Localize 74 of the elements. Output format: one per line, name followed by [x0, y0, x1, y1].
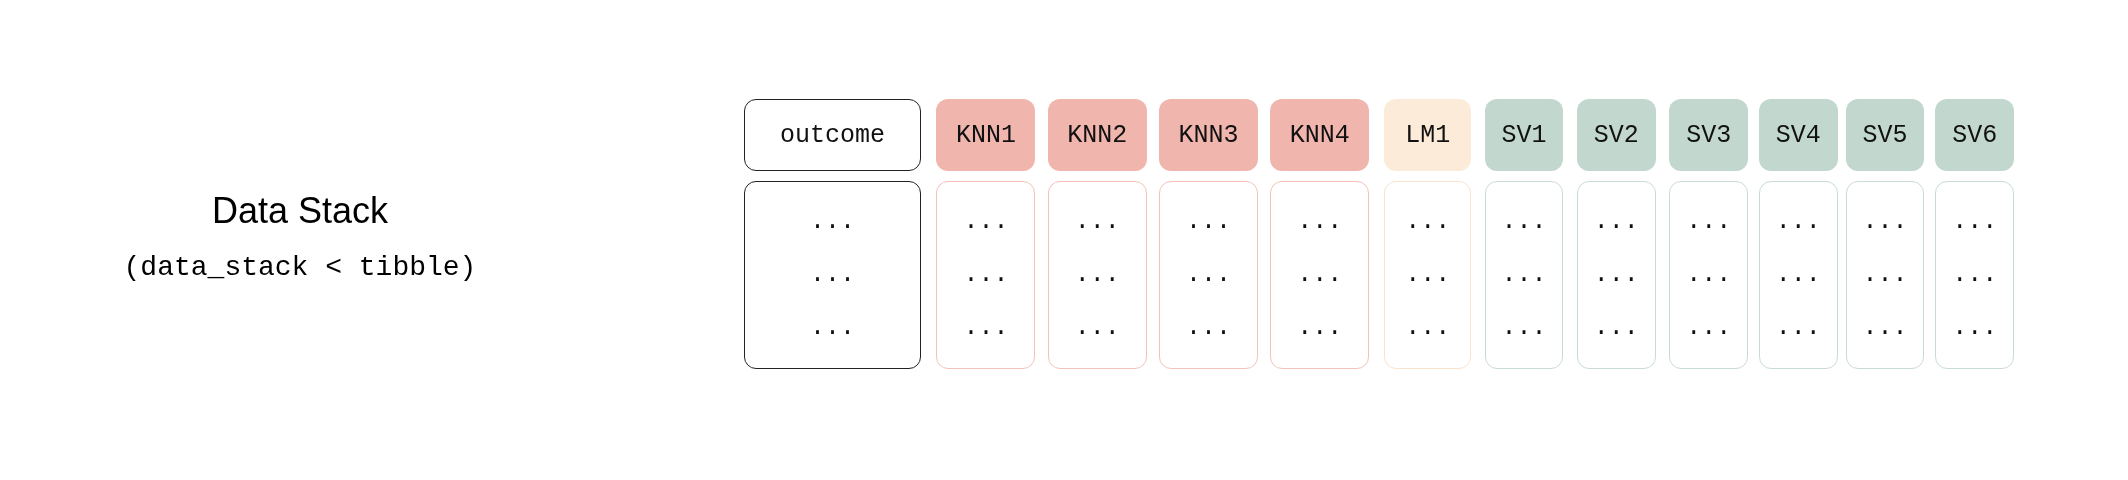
ellipsis-text: ... — [1862, 262, 1908, 288]
column-values-box — [1758, 180, 1838, 370]
column-header — [936, 99, 1036, 171]
ellipsis-text: ... — [1775, 315, 1821, 341]
column-values-box — [1484, 180, 1564, 370]
column-values-box — [1384, 180, 1472, 370]
ellipsis-text: ... — [1593, 315, 1639, 341]
ellipsis-text: ... — [963, 315, 1009, 341]
column-name: SV3 — [1686, 122, 1732, 148]
ellipsis-text: ... — [810, 315, 856, 341]
column-values-box — [1935, 180, 2014, 370]
column-values-box — [1577, 180, 1656, 370]
ellipsis-text: ... — [1775, 209, 1821, 235]
column-header — [1384, 99, 1472, 171]
column-name: SV1 — [1501, 122, 1547, 148]
column-header — [1669, 99, 1748, 171]
column-values-box — [1047, 180, 1147, 370]
ellipsis-text: ... — [810, 262, 856, 288]
ellipsis-text: ... — [1686, 209, 1732, 235]
column-name: KNN2 — [1067, 122, 1128, 148]
ellipsis-text: ... — [1186, 315, 1232, 341]
ellipsis-text: ... — [1186, 262, 1232, 288]
stack-title: Data Stack — [211, 190, 389, 231]
ellipsis-text: ... — [1074, 315, 1120, 341]
column-values-box — [1669, 180, 1748, 370]
column-header — [1758, 99, 1838, 171]
ellipsis-text: ... — [1775, 262, 1821, 288]
ellipsis-text: ... — [1405, 209, 1451, 235]
ellipsis-text: ... — [1862, 315, 1908, 341]
stack-class-note: (data_stack < tibble) — [123, 252, 477, 283]
column-header — [1047, 99, 1147, 171]
ellipsis-text: ... — [1074, 209, 1120, 235]
ellipsis-text: ... — [1405, 315, 1451, 341]
column-name: SV6 — [1952, 122, 1998, 148]
column-name: KNN4 — [1289, 122, 1350, 148]
column-header — [1935, 99, 2014, 171]
ellipsis-text: ... — [1186, 209, 1232, 235]
ellipsis-text: ... — [1501, 315, 1547, 341]
column-header — [743, 99, 922, 171]
ellipsis-text: ... — [963, 262, 1009, 288]
ellipsis-text: ... — [1297, 315, 1343, 341]
column-header — [1484, 99, 1564, 171]
column-values-box — [1159, 180, 1259, 370]
column-name: outcome — [780, 122, 886, 148]
ellipsis-text: ... — [1074, 262, 1120, 288]
column-name: KNN1 — [955, 122, 1016, 148]
column-header — [1159, 99, 1259, 171]
ellipsis-text: ... — [1952, 315, 1998, 341]
column-name: SV5 — [1862, 122, 1908, 148]
ellipsis-text: ... — [1405, 262, 1451, 288]
column-name: SV4 — [1775, 122, 1821, 148]
ellipsis-text: ... — [1297, 262, 1343, 288]
ellipsis-text: ... — [1686, 262, 1732, 288]
column-header — [1270, 99, 1370, 171]
ellipsis-text: ... — [1593, 209, 1639, 235]
column-name: SV2 — [1593, 122, 1639, 148]
column-name: KNN3 — [1178, 122, 1239, 148]
column-values-box — [1845, 180, 1925, 370]
column-name: LM1 — [1405, 122, 1451, 148]
ellipsis-text: ... — [1297, 209, 1343, 235]
ellipsis-text: ... — [1593, 262, 1639, 288]
ellipsis-text: ... — [810, 209, 856, 235]
column-values-box — [936, 180, 1036, 370]
ellipsis-text: ... — [1862, 209, 1908, 235]
column-values-box — [1270, 180, 1370, 370]
column-values-box — [743, 180, 922, 370]
ellipsis-text: ... — [1952, 209, 1998, 235]
ellipsis-text: ... — [1501, 209, 1547, 235]
column-header — [1577, 99, 1656, 171]
ellipsis-text: ... — [963, 209, 1009, 235]
column-header — [1845, 99, 1925, 171]
ellipsis-text: ... — [1501, 262, 1547, 288]
ellipsis-text: ... — [1952, 262, 1998, 288]
ellipsis-text: ... — [1686, 315, 1732, 341]
